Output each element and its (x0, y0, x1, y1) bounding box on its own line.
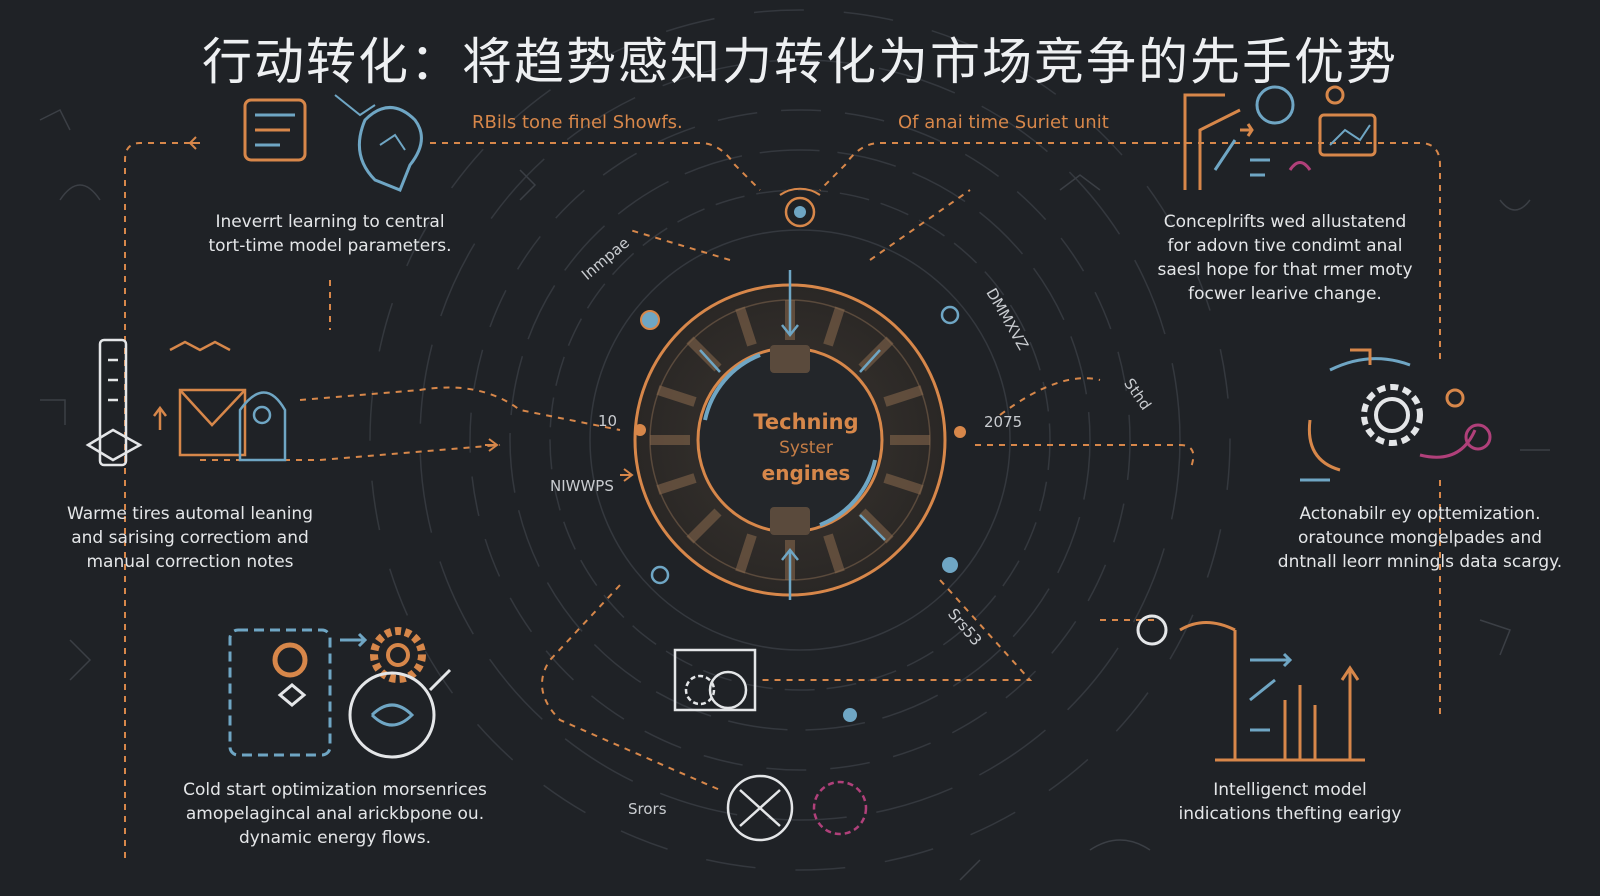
node-top-left-line2: tort-time model parameters. (208, 236, 452, 256)
tag-year: 2075 (984, 413, 1023, 431)
node-top-right-line2: for adovn tive condimt anal (1167, 236, 1403, 256)
node-mid-left-line2: and sarising correctiom and (71, 528, 309, 548)
bottom-left-icons (228, 627, 452, 759)
node-mid-right: Actonabilr ey opttemization. oratounce m… (1255, 502, 1585, 574)
node-top-left-line1: Ineverrt learning to central (215, 212, 445, 232)
node-mid-left-line3: manual correction notes (86, 552, 294, 572)
node-top-right-line4: focwer learive change. (1188, 284, 1382, 304)
hub-label-line3: engines (761, 461, 851, 485)
arrow-icons (188, 136, 634, 482)
node-mid-right-line3: dntnall leorr mningls data scargy. (1277, 552, 1563, 572)
node-bottom-right-line2: indications thefting earigy (1178, 804, 1402, 824)
page-title: 行动转化：将趋势感知力转化为市场竞争的先手优势 (202, 33, 1398, 91)
background-rings (369, 9, 1231, 871)
node-mid-right-line1: Actonabilr ey opttemization. (1299, 504, 1541, 524)
node-mid-left: Warme tires automal leaning and sarising… (40, 502, 340, 574)
node-top-right-line3: saesl hope for that rmer moty (1157, 260, 1413, 280)
node-mid-right-line2: oratounce mongelpades and (1297, 528, 1543, 548)
hub-label: Techning Syster engines (690, 408, 922, 486)
node-bottom-left-line1: Cold start optimization morsenrices (183, 780, 487, 800)
node-top-left: Ineverrt learning to central tort-time m… (180, 210, 480, 258)
top-left-icons (243, 94, 423, 192)
bottom-right-chart (1136, 614, 1365, 762)
node-bottom-right-line1: Intelligenct model (1213, 780, 1367, 800)
top-note-right: Of anai time Suriet unit (898, 112, 1109, 133)
tag-num: 10 (598, 412, 618, 430)
tag-bottom: Srors (628, 800, 667, 818)
node-mid-left-line1: Warme tires automal leaning (66, 504, 313, 524)
top-note-left: RBils tone finel Showfs. (472, 112, 683, 133)
hub-label-line1: Techning (753, 410, 859, 434)
node-top-right: Conceplrifts wed allustatend for adovn t… (1135, 210, 1435, 306)
node-bottom-left: Cold start optimization morsenrices amop… (170, 778, 500, 850)
background-doodles (39, 108, 1550, 881)
tag-niwwps: NIWWPS (550, 477, 614, 495)
node-bottom-right: Intelligenct model indications thefting … (1160, 778, 1420, 826)
node-bottom-left-line2: amopelagincal anal arickbpone ou. (185, 804, 485, 824)
top-right-icons (1183, 85, 1377, 190)
node-top-right-line1: Conceplrifts wed allustatend (1163, 212, 1407, 232)
hub-label-line2: Syster (779, 438, 833, 458)
mid-left-icons (85, 338, 287, 467)
node-bottom-left-line3: dynamic energy flows. (239, 828, 431, 848)
mid-right-gear (1300, 348, 1492, 482)
bottom-center-machine (673, 648, 868, 842)
central-hub (633, 187, 966, 600)
